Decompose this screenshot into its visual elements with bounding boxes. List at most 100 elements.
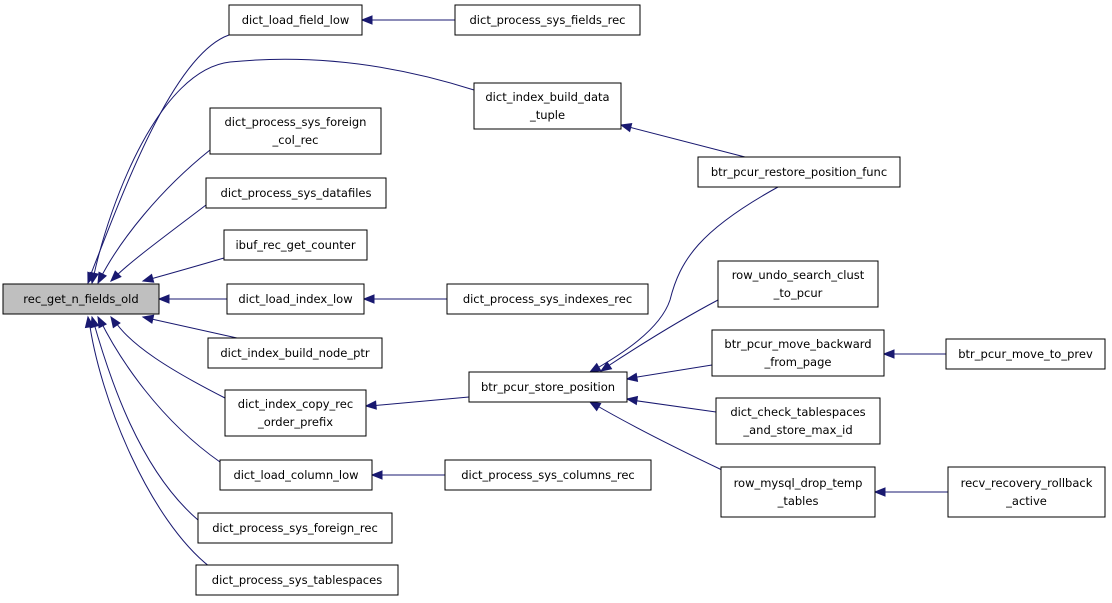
node-dict-process-sys-foreign-col-rec[interactable]: dict_process_sys_foreign _col_rec <box>209 107 382 155</box>
edge-dict-load-column-low-to-rec-get-n-fields-old <box>97 315 221 463</box>
edge-line <box>593 186 779 371</box>
node-dict-process-sys-columns-rec[interactable]: dict_process_sys_columns_rec <box>444 459 652 491</box>
arrowhead-icon <box>625 395 639 406</box>
edge-btr-pcur-restore-position-func-to-dict-index-build-data-tuple <box>619 123 746 158</box>
edge-dict-process-sys-tablespaces-to-rec-get-n-fields-old <box>84 315 211 568</box>
node-box <box>715 397 881 445</box>
edge-dict-index-copy-rec-order-prefix-to-rec-get-n-fields-old <box>110 315 226 399</box>
edge-line <box>146 257 225 281</box>
node-box <box>444 459 652 491</box>
node-box <box>468 371 628 403</box>
node-label: recv_recovery_rollback <box>961 476 1093 490</box>
edge-dict-load-index-low-to-rec-get-n-fields-old <box>157 294 227 304</box>
node-box <box>209 107 382 155</box>
edge-dict-process-sys-datafiles-to-rec-get-n-fields-old <box>110 204 207 282</box>
edge-line <box>604 299 719 369</box>
node-box <box>473 82 622 130</box>
node-dict-load-index-low[interactable]: dict_load_index_low <box>226 283 365 315</box>
node-label: _to_pcur <box>773 286 823 300</box>
arrowhead-icon <box>360 15 373 25</box>
edge-btr-pcur-restore-position-func-to-btr-pcur-store-position <box>588 186 779 373</box>
node-label: btr_pcur_move_backward <box>724 337 871 351</box>
node-rec-get-n-fields-old[interactable]: rec_get_n_fields_old <box>2 283 160 315</box>
arrowhead-icon <box>110 315 121 329</box>
node-label: dict_process_sys_fields_rec <box>470 13 626 27</box>
edge-dict-process-sys-columns-rec-to-dict-load-column-low <box>370 470 445 480</box>
arrowhead-icon <box>873 487 886 497</box>
edge-line <box>99 149 211 280</box>
node-box <box>697 156 901 188</box>
node-box <box>197 512 393 544</box>
node-box <box>945 338 1106 370</box>
edge-row-mysql-drop-temp-tables-to-btr-pcur-store-position <box>588 401 723 471</box>
node-box <box>219 459 373 491</box>
edge-dict-check-tablespaces-and-store-max-id-to-btr-pcur-store-position <box>625 395 717 413</box>
node-dict-index-copy-rec-order-prefix[interactable]: dict_index_copy_rec_order_prefix <box>224 389 367 437</box>
node-ibuf-rec-get-counter[interactable]: ibuf_rec_get_counter <box>223 229 368 261</box>
arrowhead-icon <box>141 273 155 283</box>
node-dict-process-sys-indexes-rec[interactable]: dict_process_sys_indexes_rec <box>446 283 649 315</box>
edge-dict-load-field-low-to-rec-get-n-fields-old <box>87 34 230 285</box>
node-box <box>205 177 387 209</box>
arrowhead-icon <box>882 349 895 359</box>
arrowhead-icon <box>588 362 602 373</box>
node-label: _col_rec <box>272 133 319 147</box>
edge-dict-process-sys-foreign-rec-to-rec-get-n-fields-old <box>90 315 199 521</box>
edge-dict-process-sys-indexes-rec-to-dict-load-index-low <box>362 294 447 304</box>
node-label: _from_page <box>764 355 832 369</box>
node-dict-process-sys-tablespaces[interactable]: dict_process_sys_tablespaces <box>195 564 399 596</box>
node-label: _active <box>1005 494 1047 508</box>
arrowhead-icon <box>84 315 95 329</box>
node-dict-index-build-data-tuple[interactable]: dict_index_build_data _tuple <box>473 82 622 130</box>
edge-line <box>88 34 230 280</box>
node-dict-index-build-node-ptr[interactable]: dict_index_build_node_ptr <box>207 337 383 369</box>
node-dict-process-sys-foreign-rec[interactable]: dict_process_sys_foreign_rec <box>197 512 393 544</box>
node-box <box>223 229 368 261</box>
arrowhead-icon <box>89 271 99 285</box>
node-label: dict_process_sys_datafiles <box>221 186 372 200</box>
edge-dict-process-sys-fields-rec-to-dict-load-field-low <box>360 15 455 25</box>
node-label: btr_pcur_move_to_prev <box>958 347 1093 361</box>
edge-dict-index-build-data-tuple-to-rec-get-n-fields-old <box>89 58 475 285</box>
node-box <box>720 466 876 518</box>
node-box <box>207 337 383 369</box>
arrowhead-icon <box>110 270 122 282</box>
node-box <box>717 260 879 308</box>
node-label: dict_check_tablespaces <box>730 405 865 419</box>
node-box <box>947 466 1106 518</box>
node-box <box>195 564 399 596</box>
node-dict-process-sys-fields-rec[interactable]: dict_process_sys_fields_rec <box>454 4 641 36</box>
edge-dict-process-sys-foreign-col-rec-to-rec-get-n-fields-old <box>97 149 211 285</box>
node-dict-check-tablespaces-and-store-max-id[interactable]: dict_check_tablespaces_and_store_max_id <box>715 397 881 445</box>
node-dict-load-field-low[interactable]: dict_load_field_low <box>228 4 363 36</box>
edge-line <box>624 125 746 158</box>
edge-line <box>630 364 713 379</box>
arrowhead-icon <box>619 123 633 133</box>
node-label: dict_process_sys_foreign <box>225 115 367 129</box>
node-row-mysql-drop-temp-tables[interactable]: row_mysql_drop_temp_tables <box>720 466 876 518</box>
arrowhead-icon <box>157 294 170 304</box>
node-btr-pcur-restore-position-func[interactable]: btr_pcur_restore_position_func <box>697 156 901 188</box>
node-label: dict_index_build_data <box>485 90 609 104</box>
node-btr-pcur-move-backward-from-page[interactable]: btr_pcur_move_backward _from_page <box>711 329 885 377</box>
node-label: btr_pcur_store_position <box>481 380 615 394</box>
edge-ibuf-rec-get-counter-to-rec-get-n-fields-old <box>141 257 225 283</box>
node-box <box>228 4 363 36</box>
node-dict-load-column-low[interactable]: dict_load_column_low <box>219 459 373 491</box>
node-btr-pcur-store-position[interactable]: btr_pcur_store_position <box>468 371 628 403</box>
edge-row-undo-search-clust-to-pcur-to-btr-pcur-store-position <box>599 299 719 372</box>
node-label: dict_load_field_low <box>242 13 350 27</box>
node-dict-process-sys-datafiles[interactable]: dict_process_sys_datafiles <box>205 177 387 209</box>
node-row-undo-search-clust-to-pcur[interactable]: row_undo_search_clust_to_pcur <box>717 260 879 308</box>
edge-line <box>113 319 226 399</box>
edge-recv-recovery-rollback-active-to-row-mysql-drop-temp-tables <box>873 487 948 497</box>
edge-btr-pcur-move-backward-from-page-to-btr-pcur-store-position <box>625 364 713 382</box>
edge-line <box>369 396 470 407</box>
arrowhead-icon <box>625 372 639 382</box>
edge-line <box>88 319 211 568</box>
node-label: _tuple <box>529 108 565 122</box>
edge-line <box>146 317 238 339</box>
node-label: row_mysql_drop_temp <box>734 476 863 490</box>
node-recv-recovery-rollback-active[interactable]: recv_recovery_rollback _active <box>947 466 1106 518</box>
node-btr-pcur-move-to-prev[interactable]: btr_pcur_move_to_prev <box>945 338 1106 370</box>
